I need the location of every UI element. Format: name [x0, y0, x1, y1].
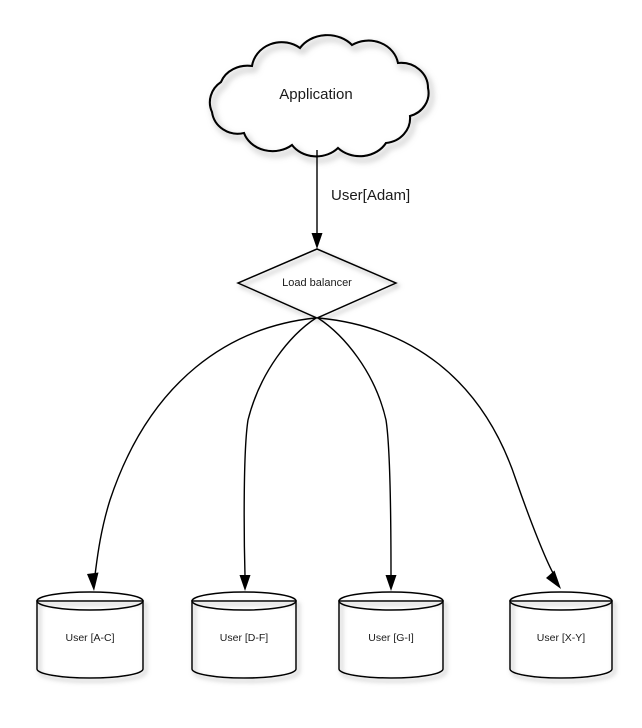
- shard-edge-2-arrowhead: [239, 575, 251, 591]
- shard-edge-1: [94, 317, 316, 576]
- request-edge-arrowhead: [311, 233, 323, 249]
- shard-edge-1-arrowhead: [87, 572, 99, 591]
- shard-2-body: [191, 600, 297, 679]
- shard-node-3[interactable]: User [G-I]: [338, 591, 444, 679]
- shard-edge-3-arrowhead: [385, 575, 397, 591]
- shard-4-body: [509, 600, 613, 679]
- application-cloud-node[interactable]: Application: [208, 34, 430, 158]
- shard-edge-2: [243, 317, 317, 577]
- load-balancer-shape: [236, 248, 398, 319]
- shard-3-label: User [G-I]: [368, 632, 414, 644]
- shard-edge-4: [318, 317, 554, 574]
- shard-1-top-ellipse: [36, 591, 144, 611]
- shard-3-body: [338, 600, 444, 679]
- shard-2-label: User [D-F]: [220, 632, 268, 644]
- load-balancer-node[interactable]: Load balancer: [236, 248, 398, 319]
- shard-node-4[interactable]: User [X-Y]: [509, 591, 613, 679]
- cloud-label: Application: [279, 86, 352, 103]
- shard-edge-4-arrowhead: [546, 570, 561, 589]
- request-edge: User[Adam]: [311, 150, 410, 249]
- shard-4-label: User [X-Y]: [537, 632, 586, 644]
- shard-edges: [87, 317, 561, 591]
- request-edge-label: User[Adam]: [331, 187, 410, 204]
- shard-1-body: [36, 600, 144, 679]
- shard-3-top-ellipse: [338, 591, 444, 611]
- shard-node-2[interactable]: User [D-F]: [191, 591, 297, 679]
- cloud-shape: [208, 34, 430, 158]
- shard-node-1[interactable]: User [A-C]: [36, 591, 144, 679]
- shard-1-label: User [A-C]: [65, 632, 114, 644]
- shard-4-top-ellipse: [509, 591, 613, 611]
- shard-2-top-ellipse: [191, 591, 297, 611]
- load-balancer-label: Load balancer: [282, 277, 352, 289]
- shard-edge-3: [317, 317, 392, 577]
